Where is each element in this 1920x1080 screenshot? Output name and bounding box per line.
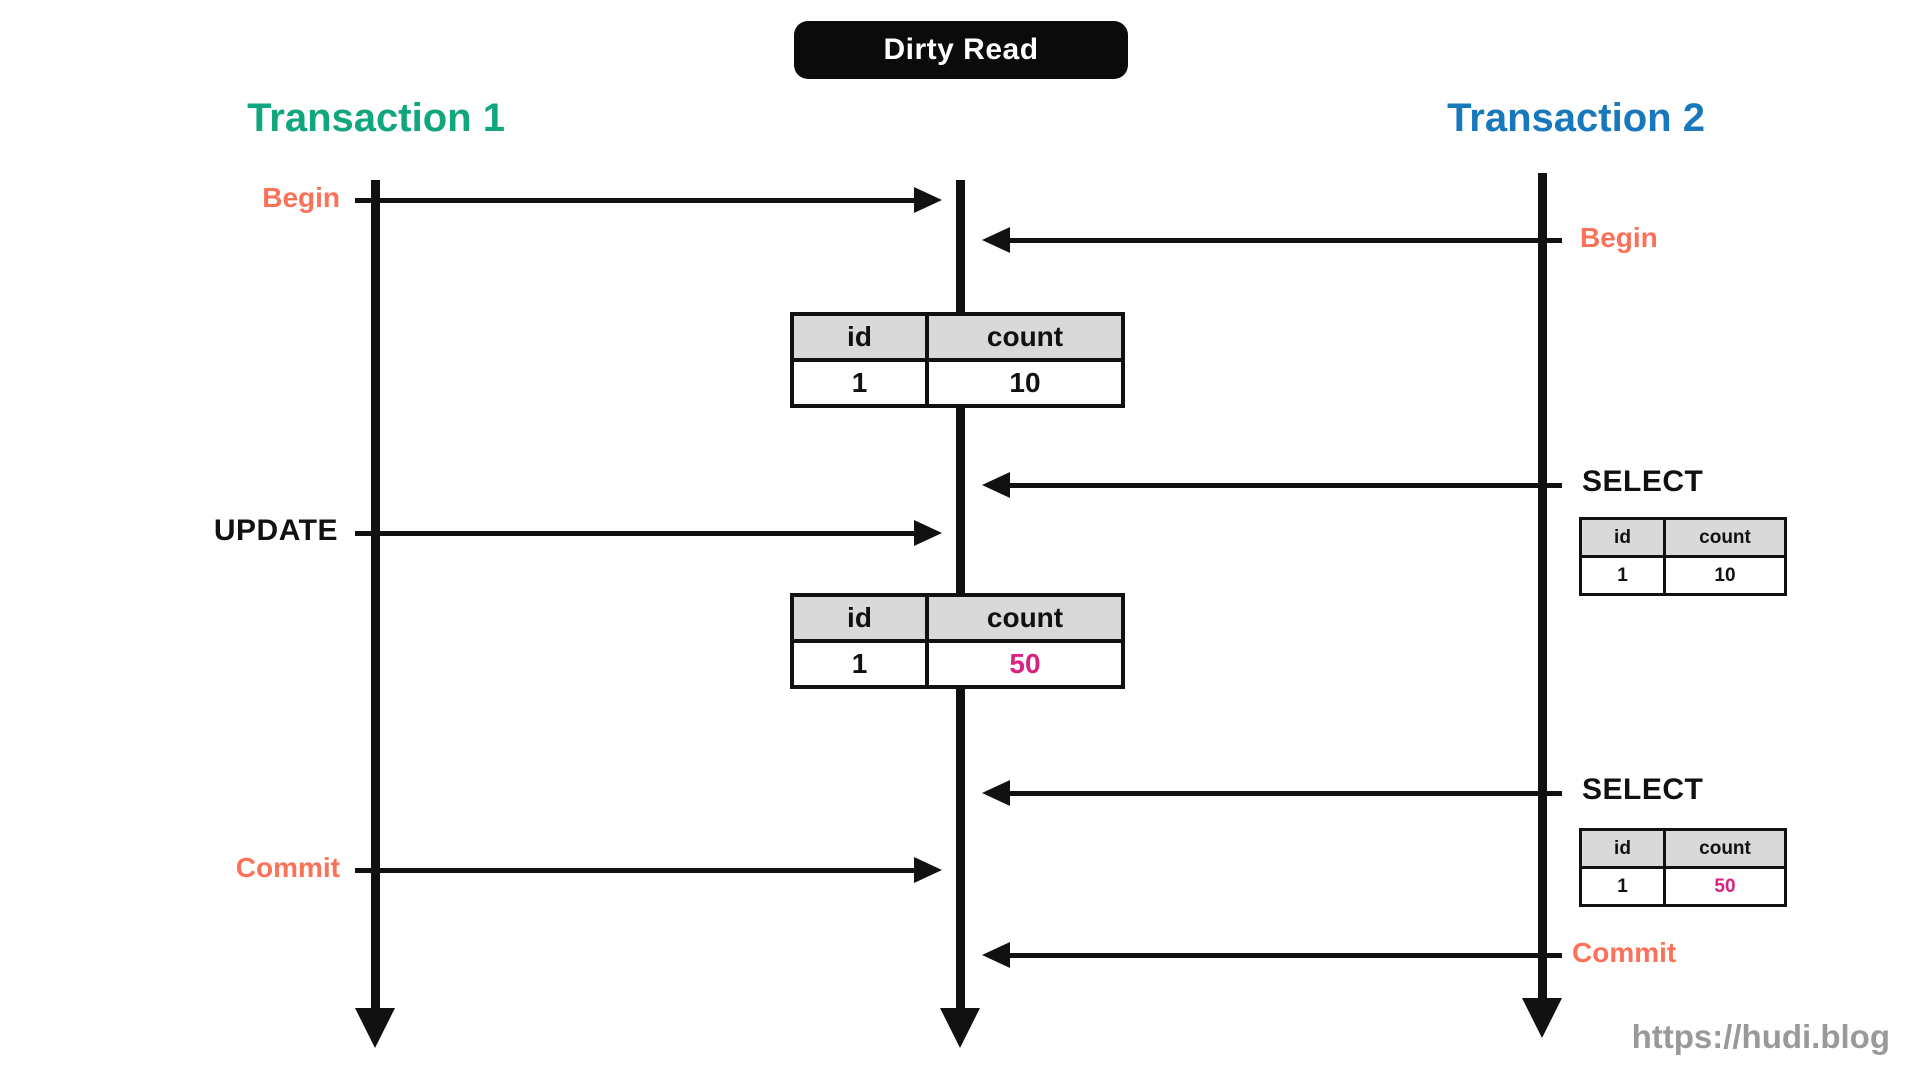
db-state-initial-table: id count 1 10 bbox=[790, 312, 1125, 408]
table-header-count: count bbox=[929, 597, 1121, 639]
t2-select1-arrow bbox=[1010, 483, 1562, 488]
t1-update-arrow bbox=[355, 531, 914, 536]
cell-id: 1 bbox=[794, 643, 929, 685]
t1-update-label: UPDATE bbox=[213, 514, 338, 547]
diagram-title-box: Dirty Read bbox=[794, 21, 1128, 79]
table-header-id: id bbox=[1582, 520, 1666, 555]
database-timeline-arrowhead-icon bbox=[940, 1008, 980, 1048]
t1-begin-arrow bbox=[355, 198, 914, 203]
t2-select1-label: SELECT bbox=[1582, 465, 1704, 498]
table-header-row: id count bbox=[794, 597, 1121, 643]
transaction1-timeline-arrowhead-icon bbox=[355, 1008, 395, 1048]
t1-commit-arrowhead-icon bbox=[914, 857, 942, 883]
cell-count-dirty: 50 bbox=[1009, 648, 1041, 679]
t2-begin-label: Begin bbox=[1580, 222, 1658, 253]
t2-commit-arrowhead-icon bbox=[982, 942, 1010, 968]
cell-id: 1 bbox=[1582, 558, 1666, 593]
cell-id: 1 bbox=[1582, 869, 1666, 904]
db-state-updated-table: id count 1 50 bbox=[790, 593, 1125, 689]
diagram-title: Dirty Read bbox=[883, 33, 1039, 66]
table-row: 1 50 bbox=[1582, 869, 1784, 904]
table-header-id: id bbox=[794, 316, 929, 358]
t1-commit-label: Commit bbox=[235, 852, 340, 883]
t2-select1-result-table: id count 1 10 bbox=[1579, 517, 1787, 596]
transaction1-title: Transaction 1 bbox=[247, 96, 505, 140]
table-header-count: count bbox=[1666, 520, 1784, 555]
t2-commit-arrow bbox=[1010, 953, 1562, 958]
t1-begin-arrowhead-icon bbox=[914, 187, 942, 213]
table-header-count: count bbox=[1666, 831, 1784, 866]
table-row: 1 10 bbox=[794, 362, 1121, 404]
table-header-row: id count bbox=[1582, 831, 1784, 869]
table-row: 1 10 bbox=[1582, 558, 1784, 593]
table-header-row: id count bbox=[1582, 520, 1784, 558]
t2-select2-arrow bbox=[1010, 791, 1562, 796]
cell-id: 1 bbox=[794, 362, 929, 404]
t2-commit-label: Commit bbox=[1572, 937, 1677, 968]
table-header-row: id count bbox=[794, 316, 1121, 362]
t2-begin-arrow bbox=[1010, 238, 1562, 243]
table-row: 1 50 bbox=[794, 643, 1121, 685]
transaction2-title: Transaction 2 bbox=[1447, 96, 1705, 140]
transaction2-timeline-arrowhead-icon bbox=[1522, 998, 1562, 1038]
cell-count: 10 bbox=[1009, 367, 1041, 398]
t2-select2-label: SELECT bbox=[1582, 773, 1704, 806]
t1-update-arrowhead-icon bbox=[914, 520, 942, 546]
transaction1-timeline bbox=[371, 180, 380, 1010]
watermark-url: https://hudi.blog bbox=[1631, 1018, 1890, 1055]
t1-begin-label: Begin bbox=[262, 182, 340, 213]
cell-count-dirty: 50 bbox=[1714, 875, 1736, 897]
transaction2-timeline bbox=[1538, 173, 1547, 1000]
t2-select2-arrowhead-icon bbox=[982, 780, 1010, 806]
t1-commit-arrow bbox=[355, 868, 914, 873]
table-header-id: id bbox=[1582, 831, 1666, 866]
cell-count: 10 bbox=[1714, 564, 1736, 586]
table-header-id: id bbox=[794, 597, 929, 639]
t2-begin-arrowhead-icon bbox=[982, 227, 1010, 253]
table-header-count: count bbox=[929, 316, 1121, 358]
t2-select2-result-table: id count 1 50 bbox=[1579, 828, 1787, 907]
t2-select1-arrowhead-icon bbox=[982, 472, 1010, 498]
